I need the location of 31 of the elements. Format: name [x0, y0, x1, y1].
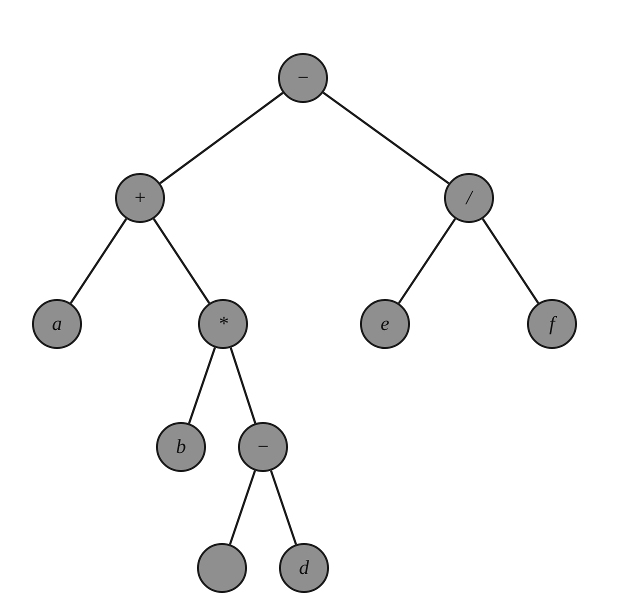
tree-node	[198, 299, 248, 349]
tree-node	[197, 543, 247, 593]
tree-node	[444, 173, 494, 223]
tree-edge	[188, 347, 216, 424]
tree-edge	[159, 92, 284, 184]
node-symbol: d	[299, 558, 309, 578]
node-symbol: +	[133, 188, 147, 208]
node-symbol: f	[549, 314, 555, 334]
tree-edge	[270, 470, 298, 545]
tree-node	[279, 543, 329, 593]
node-symbol: −	[296, 68, 310, 88]
tree-node	[527, 299, 577, 349]
node-symbol: −	[256, 437, 270, 457]
tree-edge	[322, 92, 450, 184]
tree-node	[115, 173, 165, 223]
node-symbol: e	[380, 314, 390, 334]
tree-node	[278, 53, 328, 103]
tree-node	[238, 422, 288, 472]
tree-edge	[398, 218, 456, 304]
tree-edge	[152, 218, 210, 304]
tree-edge	[228, 470, 256, 545]
tree-edge	[230, 347, 256, 424]
tree-edge	[482, 218, 540, 304]
tree-node	[32, 299, 82, 349]
node-symbol: a	[52, 314, 62, 334]
node-symbol: b	[176, 437, 186, 457]
node-symbol: *	[218, 314, 228, 334]
node-symbol: /	[466, 188, 472, 208]
tree-edge	[70, 218, 128, 304]
tree-node	[156, 422, 206, 472]
tree-node	[360, 299, 410, 349]
